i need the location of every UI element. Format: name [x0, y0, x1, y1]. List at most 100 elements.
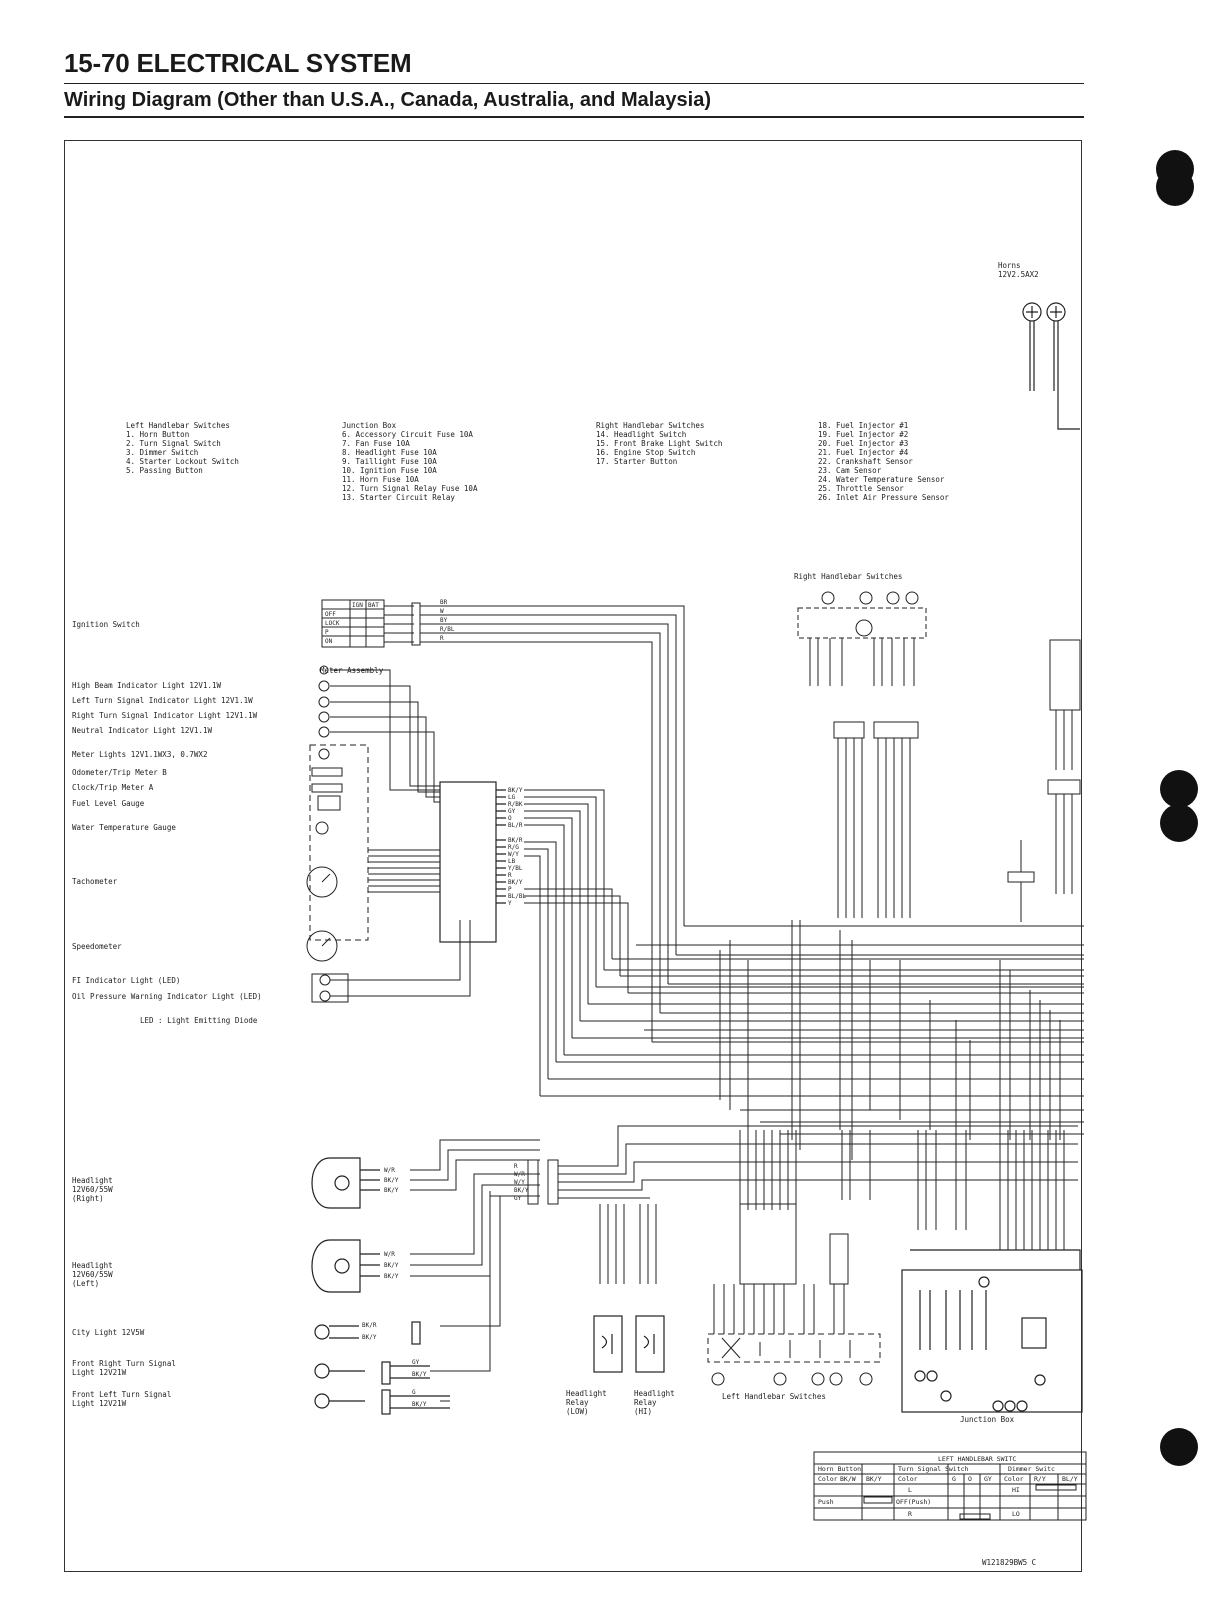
headlight-relay-hi: [635, 1315, 665, 1373]
svg-text:W: W: [440, 608, 444, 615]
headlight-right-label-1: Headlight: [72, 1176, 113, 1185]
ign-row-off: OFF: [325, 611, 336, 618]
fi-light-label: FI Indicator Light (LED): [72, 976, 180, 985]
legend-left-handlebar: Left Handlebar Switches 1. Horn Button 2…: [126, 421, 239, 475]
headlight-left-label-1: Headlight: [72, 1261, 113, 1270]
meter-assembly: [306, 665, 471, 1003]
page-subtitle: Wiring Diagram (Other than U.S.A., Canad…: [64, 89, 711, 111]
front-right-turn-signal: [314, 1361, 430, 1385]
oil-light-label: Oil Pressure Warning Indicator Light (LE…: [72, 992, 262, 1001]
relay-hi-label-2: Relay: [634, 1398, 657, 1407]
meter-wire-labels: BK/Y LG R/BK GY O BL/R BK/R R/G W/Y LB Y…: [508, 787, 526, 907]
legend-sensors: 18. Fuel Injector #1 19. Fuel Injector #…: [818, 421, 949, 502]
diagram-frame: [64, 140, 1082, 1572]
junction-box: [901, 1249, 1083, 1413]
switch-table-text: LEFT HANDLEBAR SWITC Horn Button Turn Si…: [818, 1455, 1078, 1518]
svg-text:R: R: [514, 1163, 518, 1170]
svg-text:Color: Color: [1004, 1475, 1024, 1483]
svg-text:LO: LO: [1012, 1510, 1020, 1518]
svg-text:GY: GY: [984, 1475, 992, 1483]
svg-text:L: L: [908, 1486, 912, 1494]
meter-lights-label: Meter Lights 12V1.1WX3, 0.7WX2: [72, 750, 207, 759]
ign-row-on: ON: [325, 638, 333, 645]
svg-text:BK/Y: BK/Y: [514, 1187, 529, 1194]
svg-text:W/Y: W/Y: [508, 851, 519, 858]
headlight-right-label-2: 12V60/55W: [72, 1185, 113, 1194]
svg-text:24. Water Temperature Sensor: 24. Water Temperature Sensor: [818, 475, 945, 484]
svg-text:23. Cam Sensor: 23. Cam Sensor: [818, 466, 882, 475]
svg-text:Right Handlebar Switches: Right Handlebar Switches: [596, 421, 704, 430]
svg-text:17. Starter Button: 17. Starter Button: [596, 457, 677, 466]
ign-col-ign: IGN: [352, 602, 363, 609]
svg-text:W/Y: W/Y: [514, 1179, 525, 1186]
svg-text:1. Horn Button: 1. Horn Button: [126, 430, 189, 439]
high-beam-label: High Beam Indicator Light 12V1.1W: [72, 681, 221, 690]
svg-text:OFF(Push): OFF(Push): [896, 1498, 931, 1506]
svg-text:21. Fuel Injector #4: 21. Fuel Injector #4: [818, 448, 909, 457]
svg-text:R/BL: R/BL: [440, 626, 455, 633]
headlight-left-label-3: (Left): [72, 1279, 99, 1288]
speedometer-label: Speedometer: [72, 942, 122, 951]
svg-text:GY: GY: [514, 1195, 522, 1202]
ign-row-lock: LOCK: [325, 620, 340, 627]
svg-text:W/R: W/R: [384, 1251, 395, 1258]
svg-text:BY: BY: [440, 617, 448, 624]
tachometer-label: Tachometer: [72, 877, 118, 886]
binder-hole-4: [1160, 1428, 1198, 1466]
headlight-right-label-3: (Right): [72, 1194, 104, 1203]
svg-text:11. Horn Fuse 10A: 11. Horn Fuse 10A: [342, 475, 419, 484]
svg-text:10. Ignition Fuse 10A: 10. Ignition Fuse 10A: [342, 466, 437, 475]
led-note: LED : Light Emitting Diode: [140, 1016, 258, 1025]
svg-text:26. Inlet Air Pressure Sensor: 26. Inlet Air Pressure Sensor: [818, 493, 949, 502]
svg-text:LEFT HANDLEBAR SWITC: LEFT HANDLEBAR SWITC: [938, 1455, 1016, 1463]
doc-code: W121829BW5 C: [982, 1558, 1036, 1567]
svg-text:12. Turn Signal Relay Fuse 10A: 12. Turn Signal Relay Fuse 10A: [342, 484, 478, 493]
svg-text:Left Handlebar Switches: Left Handlebar Switches: [126, 421, 230, 430]
ignition-switch: IGN BAT OFF LOCK P ON: [321, 599, 454, 648]
binder-hole-3: [1160, 804, 1198, 842]
svg-text:BK/Y: BK/Y: [362, 1334, 377, 1341]
svg-text:2. Turn Signal Switch: 2. Turn Signal Switch: [126, 439, 221, 448]
relay-hi-label-3: (HI): [634, 1407, 652, 1416]
relay-hi-label-1: Headlight: [634, 1389, 675, 1398]
svg-text:Horn Button: Horn Button: [818, 1465, 861, 1473]
front-right-turn-label-1: Front Right Turn Signal: [72, 1359, 176, 1368]
subtitle-rule: [64, 116, 1084, 118]
svg-text:R: R: [508, 872, 512, 879]
city-light-wires: BK/R BK/Y: [362, 1322, 377, 1341]
svg-text:HI: HI: [1012, 1486, 1020, 1494]
svg-text:LB: LB: [508, 858, 516, 865]
svg-text:G: G: [952, 1475, 956, 1483]
svg-text:P: P: [508, 886, 512, 893]
svg-text:BK/W: BK/W: [840, 1475, 856, 1483]
svg-text:BK/Y: BK/Y: [384, 1187, 399, 1194]
front-left-turn-label-1: Front Left Turn Signal: [72, 1390, 171, 1399]
water-gauge-label: Water Temperature Gauge: [72, 823, 176, 832]
svg-text:5. Passing Button: 5. Passing Button: [126, 466, 203, 475]
svg-text:BL/R: BL/R: [508, 822, 523, 829]
svg-text:19. Fuel Injector #2: 19. Fuel Injector #2: [818, 430, 908, 439]
svg-text:9. Taillight Fuse 10A: 9. Taillight Fuse 10A: [342, 457, 437, 466]
neutral-label: Neutral Indicator Light 12V1.1W: [72, 726, 212, 735]
svg-text:O: O: [508, 815, 512, 822]
svg-text:20. Fuel Injector #3: 20. Fuel Injector #3: [818, 439, 908, 448]
left-handlebar-switches-label: Left Handlebar Switches: [722, 1392, 826, 1401]
city-light: [314, 1321, 421, 1345]
svg-text:Color: Color: [818, 1475, 838, 1483]
front-right-turn-wires: GY BK/Y: [412, 1359, 427, 1378]
svg-text:3. Dimmer Switch: 3. Dimmer Switch: [126, 448, 198, 457]
right-turn-label: Right Turn Signal Indicator Light 12V1.1…: [72, 711, 258, 720]
svg-text:BK/Y: BK/Y: [384, 1273, 399, 1280]
front-right-turn-label-2: Light 12V21W: [72, 1368, 127, 1377]
svg-text:13. Starter Circuit Relay: 13. Starter Circuit Relay: [342, 493, 455, 502]
binder-hole-1b: [1156, 168, 1194, 206]
headlight-left-label-2: 12V60/55W: [72, 1270, 113, 1279]
svg-text:GY: GY: [412, 1359, 420, 1366]
svg-text:BL/Y: BL/Y: [1062, 1475, 1078, 1483]
svg-text:7. Fan Fuse 10A: 7. Fan Fuse 10A: [342, 439, 410, 448]
svg-text:R/G: R/G: [508, 844, 519, 851]
horns-label: Horns: [998, 261, 1021, 270]
svg-text:BK/Y: BK/Y: [384, 1262, 399, 1269]
legend-right-handlebar: Right Handlebar Switches 14. Headlight S…: [596, 421, 722, 466]
